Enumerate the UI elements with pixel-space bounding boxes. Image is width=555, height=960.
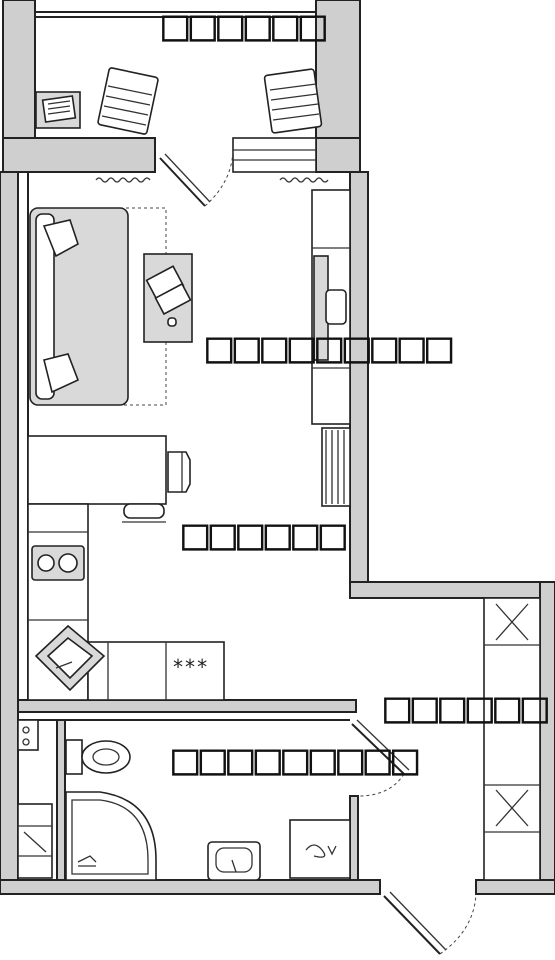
room-label-balcony: □□□□□□ [162,0,327,51]
room-label-kitchen: □□□□□□ [182,509,347,560]
outer-walls [0,171,555,895]
room-label-bathroom: □□□□□□□□□ [172,734,420,785]
balcony-door [159,149,234,207]
sink-icon [34,624,106,692]
chair-icon [263,68,323,134]
newspaper-icon [35,91,81,129]
washbasin-icon [207,841,261,881]
washing-machine-icon [289,819,351,879]
balcony-walls [2,0,361,173]
inner-walls [17,699,359,881]
shower-icon [65,791,157,881]
radiator-icon [95,177,329,183]
stove-icon [31,545,85,581]
tv-icon [311,189,351,425]
desk [27,435,191,523]
hob-icon: *** [172,655,208,679]
room-label-hall: □□□□□□ [384,682,549,733]
bathroom-door [351,719,410,797]
sofa-icon [29,207,167,406]
svg-text:***: *** [172,655,208,679]
hall-window [483,597,541,881]
toilet-icon [65,739,131,775]
chair-icon [97,67,159,135]
shelf [17,719,53,879]
laptop-icon [143,253,193,343]
entrance-door [383,891,477,955]
radiator-icon [321,427,351,507]
room-label-living: □□□□□□□□□ [206,322,454,373]
balcony-window [232,137,317,173]
